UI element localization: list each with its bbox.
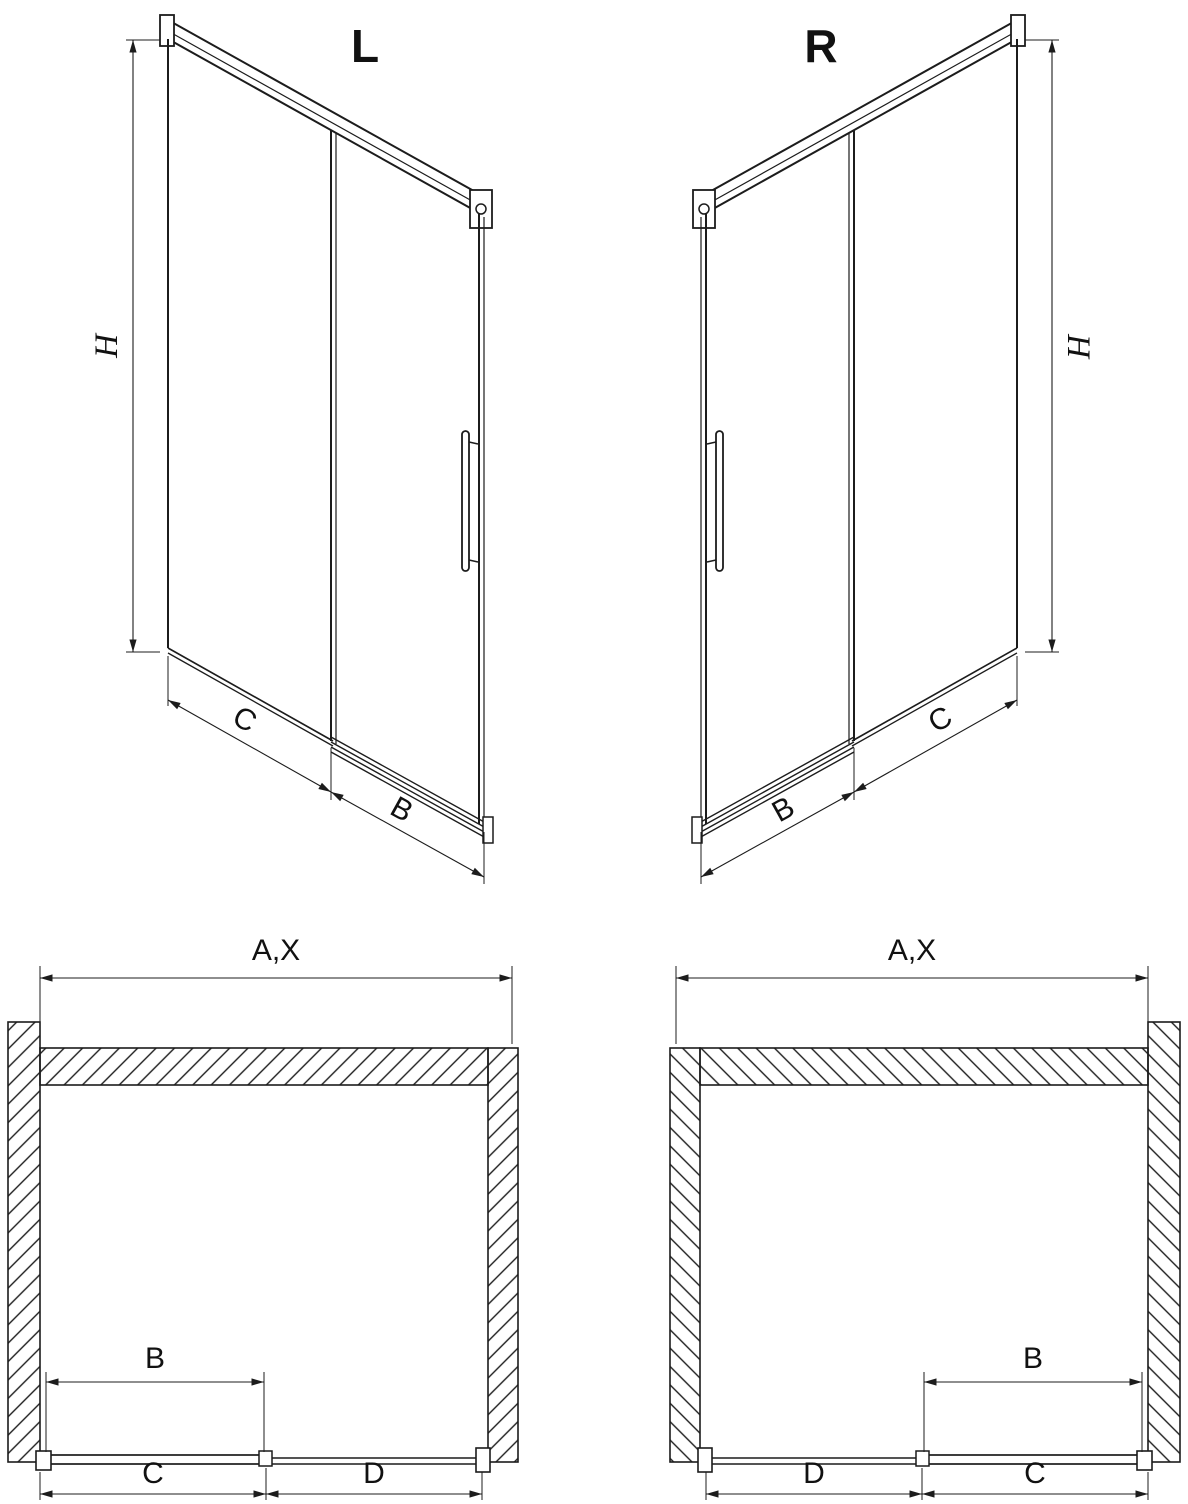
plan-left-door-panel-label: B: [145, 1342, 165, 1375]
plan-right-door-panel-label: B: [1023, 1342, 1043, 1375]
iso-left-height-label: H: [89, 332, 125, 359]
plan-left-bottom-right-label: D: [363, 1457, 385, 1490]
plan-left-total-width-label: A,X: [252, 934, 300, 967]
iso-right-title: R: [804, 20, 837, 72]
iso-right-view: [692, 15, 1059, 884]
iso-left-view: [126, 15, 493, 884]
plan-right-total-width-label: A,X: [888, 934, 936, 967]
iso-right-c-label: C: [923, 700, 958, 739]
iso-left-b-label: B: [385, 790, 419, 829]
plan-right-view: [670, 966, 1180, 1500]
plan-right-bottom-right-label: C: [1024, 1457, 1046, 1490]
iso-left-title: L: [351, 20, 379, 72]
plan-right-bottom-left-label: D: [803, 1457, 825, 1490]
iso-right-height-label: H: [1060, 333, 1096, 360]
plan-left-bottom-left-label: C: [142, 1457, 164, 1490]
iso-right-b-label: B: [767, 790, 801, 829]
iso-left-c-label: C: [227, 700, 262, 739]
plan-left-view: [8, 966, 518, 1500]
